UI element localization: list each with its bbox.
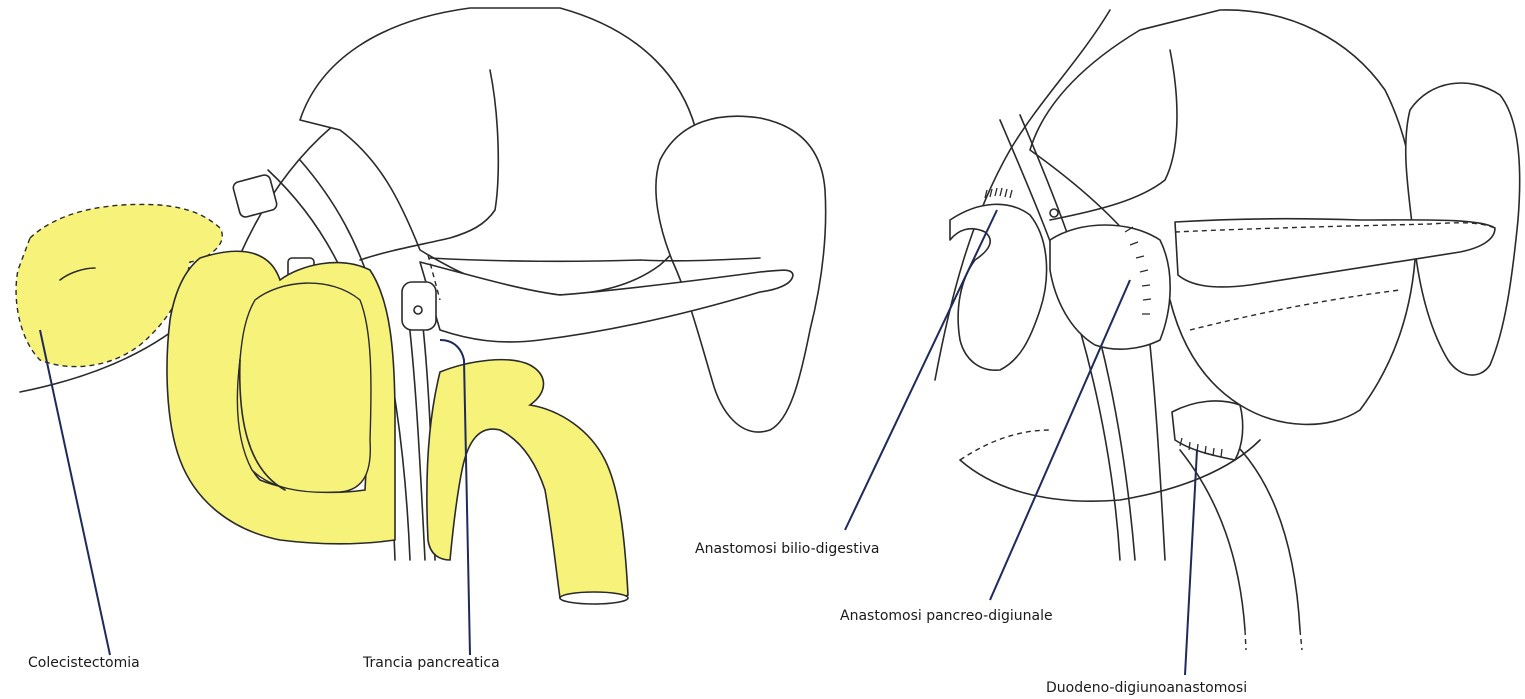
label-bilio-digestiva: Anastomosi bilio-digestiva <box>695 541 879 557</box>
label-pancreo-digiunale: Anastomosi pancreo-digiunale <box>840 608 1053 624</box>
jejunum-limb-dashed <box>960 430 1050 460</box>
stomach-left <box>300 8 701 295</box>
right-panel-reconstruction: Anastomosi bilio-digestiva Anastomosi pa… <box>695 10 1520 696</box>
jejunum-stump-ellipse <box>560 592 628 604</box>
label-trancia-pancreatica: Trancia pancreatica <box>362 655 500 671</box>
left-panel-resection: Colecistectomia Trancia pancreatica <box>16 8 826 671</box>
duodenal-cuff <box>1172 401 1243 460</box>
vessel-stump-right <box>1050 209 1058 217</box>
jejunum-resected <box>427 360 628 603</box>
bile-duct-stump-left <box>232 174 278 219</box>
label-duodeno-digiuno: Duodeno-digiunoanastomosi <box>1046 680 1247 696</box>
leader-bilio-digestiva <box>845 210 997 530</box>
label-colecistectomia: Colecistectomia <box>28 655 140 671</box>
jejunum-limb-end-dashed <box>1245 630 1302 650</box>
jejunal-loop-pancreo <box>1050 225 1170 349</box>
jejunal-loop-bilio <box>950 204 1047 370</box>
